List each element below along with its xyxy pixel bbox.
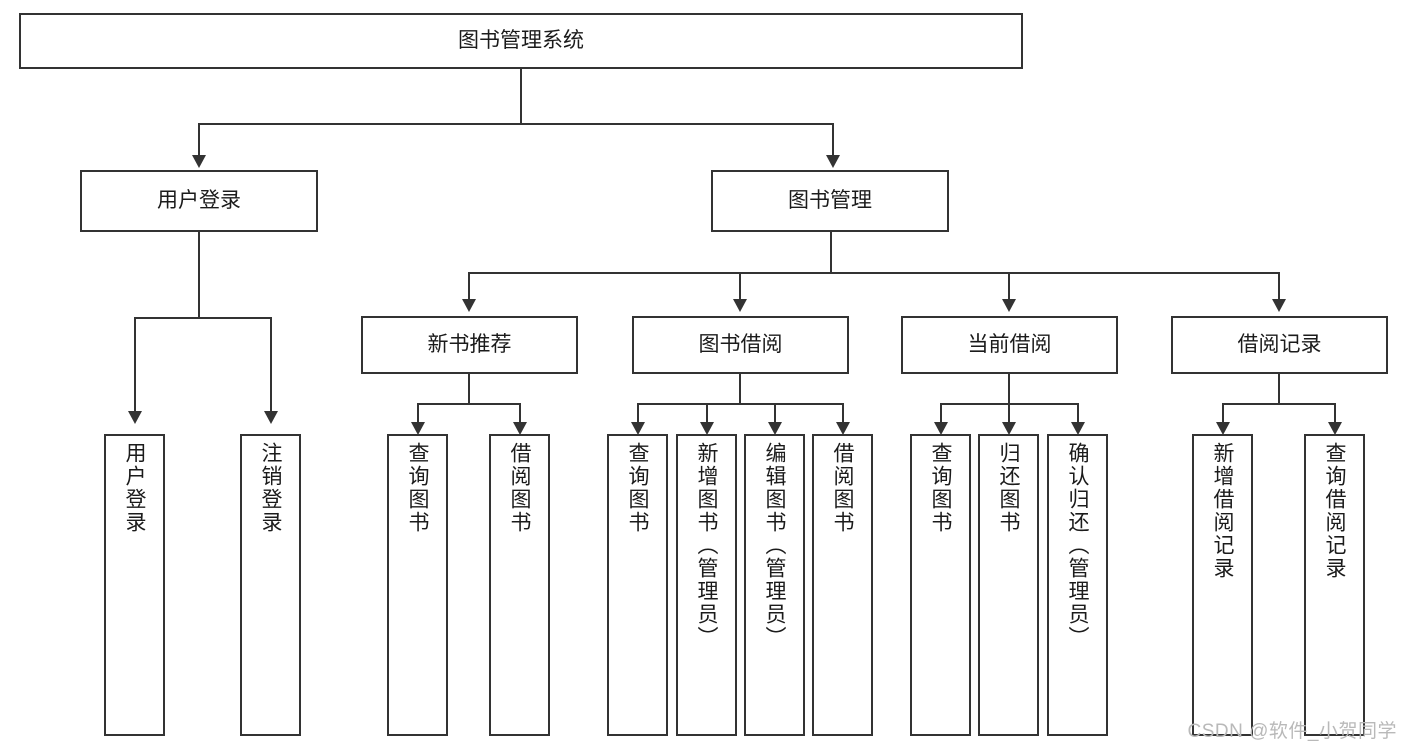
connector-book-management-bus	[468, 272, 1280, 274]
connector-borrow-record-stem	[1278, 374, 1280, 403]
connector-cb-to-leaf-1	[940, 403, 942, 422]
leaf-label: 借阅图书	[831, 442, 854, 534]
connector-cb-to-leaf-3	[1077, 403, 1079, 422]
connector-br-to-leaf-1	[1222, 403, 1224, 422]
leaf-book-borrow-query[interactable]: 查询图书	[607, 434, 668, 736]
connector-bb-to-leaf-4	[842, 403, 844, 422]
arrowhead-nb-leaf-2	[513, 422, 527, 435]
leaf-label: 注销登录	[259, 442, 282, 534]
leaf-label: 用户登录	[123, 442, 146, 534]
connector-bm-to-book-borrow	[739, 272, 741, 299]
connector-user-login-to-leaf-1	[134, 317, 136, 411]
arrowhead-bm-borrow-record	[1272, 299, 1286, 312]
connector-root-to-book-management	[832, 123, 834, 155]
connector-user-login-stem	[198, 232, 200, 317]
arrowhead-root-to-user-login	[192, 155, 206, 168]
node-label: 图书管理	[788, 188, 872, 212]
leaf-label: 查询图书	[626, 442, 649, 534]
node-label: 当前借阅	[967, 332, 1052, 356]
connector-br-to-leaf-2	[1334, 403, 1336, 422]
connector-bb-to-leaf-2	[706, 403, 708, 422]
connector-cb-to-leaf-2	[1008, 403, 1010, 422]
connector-user-login-bus	[134, 317, 272, 319]
connector-user-login-to-leaf-2	[270, 317, 272, 411]
connector-bm-to-new-book	[468, 272, 470, 299]
arrowhead-cb-leaf-2	[1002, 422, 1016, 435]
node-borrow-record[interactable]: 借阅记录	[1171, 316, 1388, 374]
leaf-label: 编辑图书（管理员）	[763, 442, 786, 649]
leaf-label: 查询图书	[929, 442, 952, 534]
arrowhead-br-leaf-2	[1328, 422, 1342, 435]
arrowhead-bm-current-borrow	[1002, 299, 1016, 312]
leaf-label: 归还图书	[997, 442, 1020, 534]
node-label: 新书推荐	[427, 332, 512, 356]
leaf-new-book-query[interactable]: 查询图书	[387, 434, 448, 736]
node-current-borrow[interactable]: 当前借阅	[901, 316, 1118, 374]
node-book-borrow[interactable]: 图书借阅	[632, 316, 849, 374]
arrowhead-br-leaf-1	[1216, 422, 1230, 435]
watermark: CSDN @软件_小贺同学	[1187, 721, 1397, 742]
node-label: 图书管理系统	[458, 28, 584, 52]
arrowhead-bm-new-book	[462, 299, 476, 312]
leaf-label: 新增借阅记录	[1211, 442, 1234, 580]
leaf-user-login-login[interactable]: 用户登录	[104, 434, 165, 736]
leaf-book-borrow-add-admin[interactable]: 新增图书（管理员）	[676, 434, 737, 736]
leaf-book-borrow-edit-admin[interactable]: 编辑图书（管理员）	[744, 434, 805, 736]
connector-bb-to-leaf-3	[774, 403, 776, 422]
leaf-current-borrow-return[interactable]: 归还图书	[978, 434, 1039, 736]
leaf-label: 新增图书（管理员）	[695, 442, 718, 649]
leaf-label: 查询图书	[406, 442, 429, 534]
arrowhead-root-to-book-management	[826, 155, 840, 168]
arrowhead-cb-leaf-3	[1071, 422, 1085, 435]
node-root-book-management-system[interactable]: 图书管理系统	[19, 13, 1023, 69]
connector-new-book-bus	[417, 403, 521, 405]
node-label: 用户登录	[157, 188, 241, 212]
leaf-current-borrow-confirm-admin[interactable]: 确认归还（管理员）	[1047, 434, 1108, 736]
connector-root-to-user-login	[198, 123, 200, 155]
connector-borrow-record-bus	[1222, 403, 1336, 405]
arrowhead-bb-leaf-2	[700, 422, 714, 435]
node-label: 图书借阅	[698, 332, 783, 356]
leaf-label: 确认归还（管理员）	[1066, 442, 1089, 649]
node-label: 借阅记录	[1237, 332, 1322, 356]
leaf-borrow-record-add[interactable]: 新增借阅记录	[1192, 434, 1253, 736]
leaf-current-borrow-query[interactable]: 查询图书	[910, 434, 971, 736]
node-new-book-recommend[interactable]: 新书推荐	[361, 316, 578, 374]
connector-bb-to-leaf-1	[637, 403, 639, 422]
node-user-login[interactable]: 用户登录	[80, 170, 318, 232]
arrowhead-user-login-leaf-1	[128, 411, 142, 424]
connector-new-book-stem	[468, 374, 470, 403]
leaf-label: 借阅图书	[508, 442, 531, 534]
connector-nb-to-leaf-1	[417, 403, 419, 422]
connector-book-borrow-bus	[637, 403, 844, 405]
leaf-new-book-borrow[interactable]: 借阅图书	[489, 434, 550, 736]
leaf-borrow-record-query[interactable]: 查询借阅记录	[1304, 434, 1365, 736]
arrowhead-bb-leaf-3	[768, 422, 782, 435]
arrowhead-bb-leaf-1	[631, 422, 645, 435]
arrowhead-cb-leaf-1	[934, 422, 948, 435]
connector-root-bus	[198, 123, 834, 125]
leaf-book-borrow-borrow[interactable]: 借阅图书	[812, 434, 873, 736]
connector-root-stem	[520, 69, 522, 123]
leaf-user-login-logout[interactable]: 注销登录	[240, 434, 301, 736]
connector-book-borrow-stem	[739, 374, 741, 403]
leaf-label: 查询借阅记录	[1323, 442, 1346, 580]
arrowhead-bm-book-borrow	[733, 299, 747, 312]
arrowhead-bb-leaf-4	[836, 422, 850, 435]
connector-current-borrow-stem	[1008, 374, 1010, 403]
connector-nb-to-leaf-2	[519, 403, 521, 422]
connector-bm-to-borrow-record	[1278, 272, 1280, 299]
arrowhead-nb-leaf-1	[411, 422, 425, 435]
node-book-management[interactable]: 图书管理	[711, 170, 949, 232]
connector-book-management-stem	[830, 232, 832, 272]
connector-bm-to-current-borrow	[1008, 272, 1010, 299]
arrowhead-user-login-leaf-2	[264, 411, 278, 424]
